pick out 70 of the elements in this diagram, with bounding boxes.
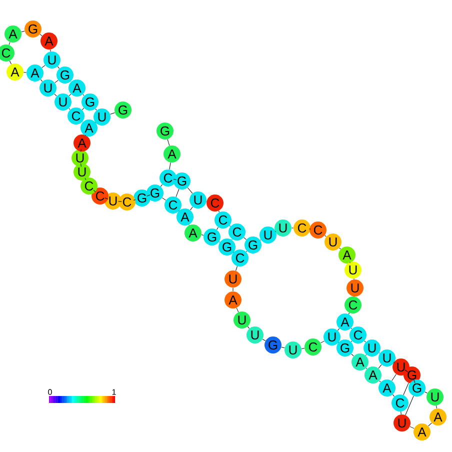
node-label: U: [78, 167, 86, 177]
backbone-line: [405, 396, 414, 416]
backbone-line: [118, 201, 122, 202]
backbone-line: [95, 108, 97, 110]
backbone-line: [320, 340, 325, 344]
backbone-line: [173, 178, 177, 180]
backbone-line: [8, 42, 10, 46]
backbone-line: [110, 112, 115, 114]
backbone-line: [351, 354, 354, 356]
backbone-line: [424, 392, 428, 394]
backbone-line: [57, 66, 60, 69]
backbone-line: [160, 184, 163, 187]
backbone-line: [339, 248, 341, 250]
backbone-line: [40, 34, 42, 36]
backbone-line: [68, 94, 72, 96]
node-label: C: [164, 173, 172, 183]
backbone-line: [93, 190, 96, 192]
backbone-line: [162, 198, 166, 200]
backbone-line: [436, 405, 437, 409]
backbone-line: [42, 65, 46, 68]
backbone-line: [247, 326, 250, 329]
backbone-line: [324, 235, 326, 237]
backbone-line: [146, 194, 150, 196]
backbone-line: [301, 348, 305, 349]
backbone-line: [378, 364, 382, 369]
backbone-line: [400, 411, 402, 415]
node-label: G: [178, 176, 186, 186]
backbone-line: [68, 108, 70, 110]
backbone-line: [262, 338, 266, 342]
backbone-line: [9, 60, 12, 64]
backbone-line: [167, 139, 170, 146]
backbone-line: [414, 380, 416, 384]
backbone-line: [80, 149, 82, 152]
backbone-line: [169, 162, 171, 170]
backbone-line: [428, 422, 432, 426]
backbone-line: [104, 198, 108, 200]
backbone-line: [201, 234, 204, 236]
backbone-line: [281, 346, 285, 348]
backbone-line: [82, 108, 84, 110]
scale-label: 0: [48, 389, 52, 395]
backbone-line: [410, 426, 414, 429]
backbone-line: [187, 187, 193, 194]
backbone-line: [309, 228, 311, 230]
backbone-line: [364, 340, 366, 342]
backbone-line: [176, 188, 180, 198]
backbone-line: [392, 394, 395, 397]
backbone-line: [404, 370, 408, 372]
backbone-line: [23, 72, 27, 73]
backbone-line: [379, 380, 381, 382]
backbone-line: [232, 287, 234, 292]
backbone-line: [54, 80, 58, 83]
backbone-line: [84, 178, 86, 180]
node-label: G: [150, 188, 160, 198]
node-label: G: [138, 193, 146, 203]
scale-label: 1: [112, 389, 116, 395]
backbone-line: [216, 227, 219, 230]
backbone-line: [392, 374, 396, 381]
backbone-line: [82, 94, 84, 96]
backbone-line: [21, 30, 25, 32]
backbone-line: [403, 382, 409, 396]
backbone-line: [54, 94, 57, 96]
node-label: U: [76, 153, 84, 163]
backbone-line: [236, 266, 238, 271]
backbone-line: [236, 308, 239, 312]
backbone-line: [190, 206, 193, 210]
backbone-line: [337, 328, 340, 331]
backbone-line: [40, 79, 43, 82]
backbone-line: [244, 237, 246, 240]
backbone-line: [80, 163, 82, 167]
backbone-line: [50, 49, 51, 52]
